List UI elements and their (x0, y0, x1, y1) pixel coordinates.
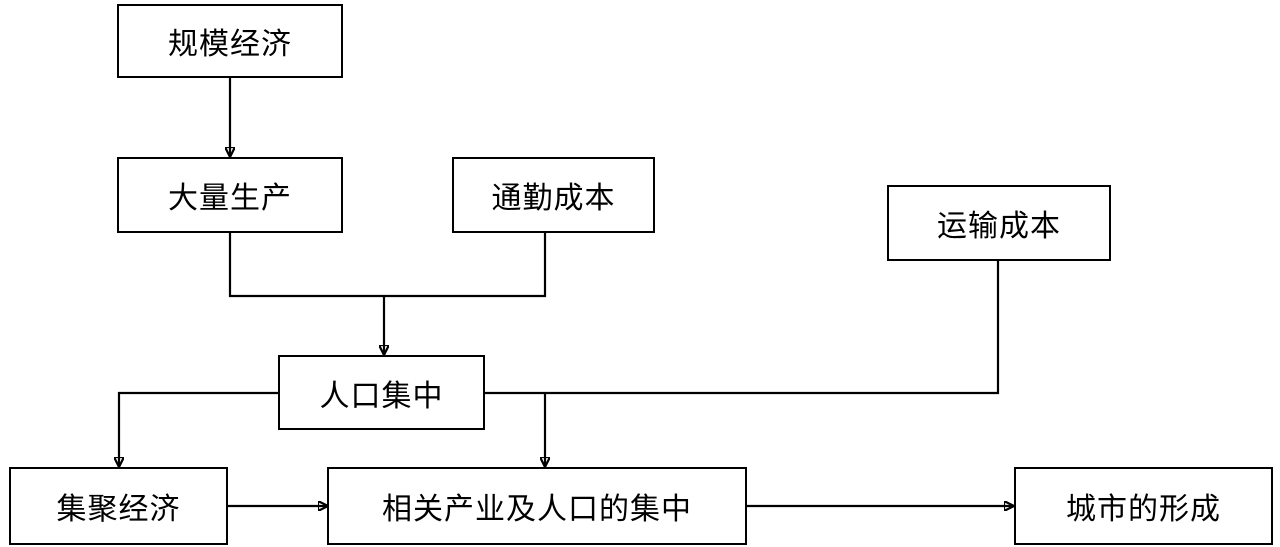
connector-production-commuting-merge (228, 233, 547, 298)
node-city-formation: 城市的形成 (1014, 467, 1273, 545)
node-commuting-cost: 通勤成本 (452, 157, 655, 233)
node-industry-population-concentration: 相关产业及人口的集中 (327, 467, 747, 545)
node-scale-economy: 规模经济 (117, 4, 343, 78)
arrow-population-to-agglomeration (119, 391, 278, 466)
node-transport-cost: 运输成本 (887, 185, 1111, 261)
connector-transport-to-population-line (485, 261, 1000, 395)
node-mass-production: 大量生产 (117, 157, 343, 233)
node-agglomeration-economy: 集聚经济 (9, 467, 228, 545)
node-population-concentration: 人口集中 (278, 355, 485, 430)
